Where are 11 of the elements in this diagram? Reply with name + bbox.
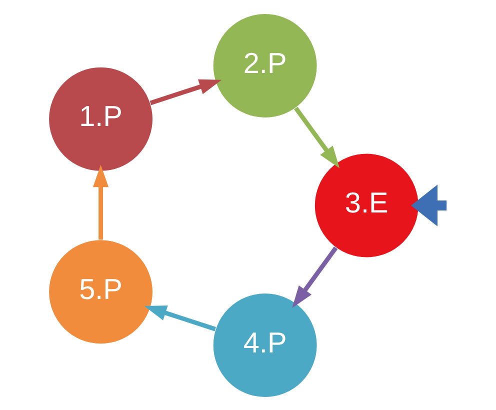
arrow [292, 246, 338, 308]
node-circle: 5.P [48, 238, 154, 344]
arrow [150, 78, 222, 105]
node-circle: 1.P [48, 66, 154, 172]
arrow [294, 106, 340, 168]
arrow [144, 304, 216, 331]
node-circle: 4.P [212, 292, 318, 398]
arrow [92, 164, 109, 240]
node-circle: 2.P [212, 12, 318, 118]
node-circle: 3.E [314, 152, 420, 258]
arrow [411, 184, 447, 226]
